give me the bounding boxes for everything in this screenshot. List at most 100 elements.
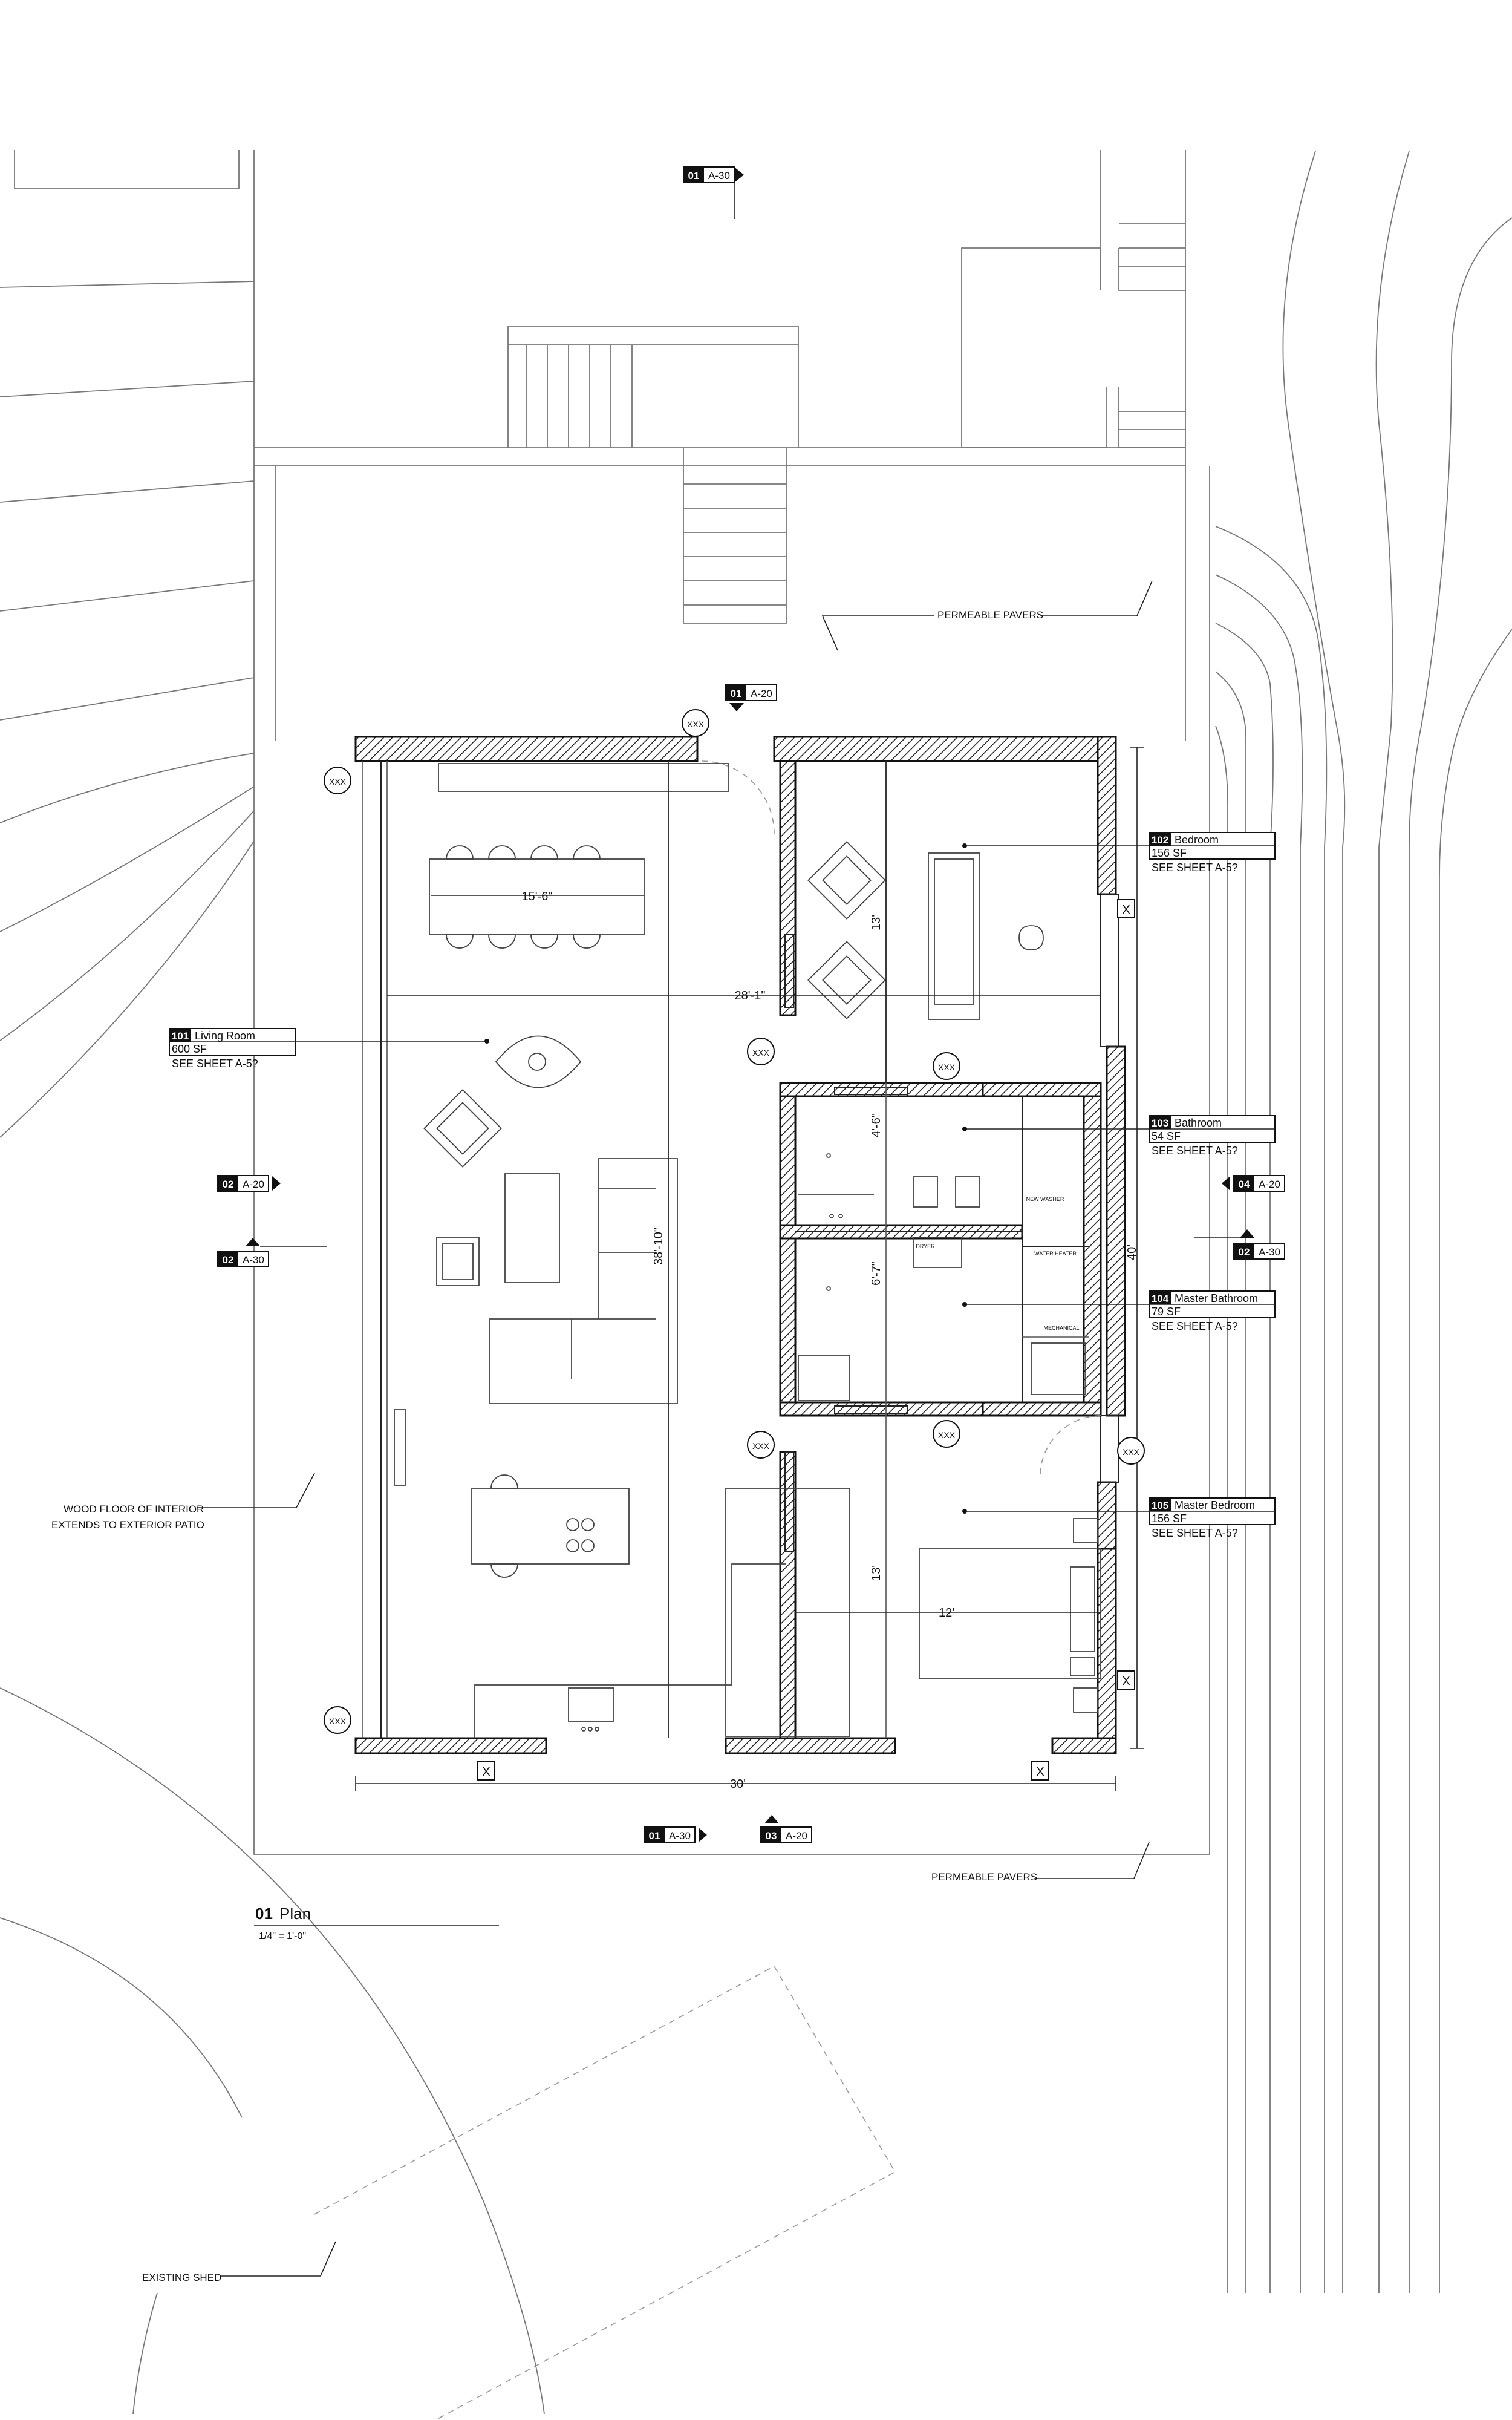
svg-text:A-20: A-20 [243,1179,264,1190]
door-tag: XXX [1117,1437,1145,1465]
section-marker: 04 A-20 [1222,1175,1285,1192]
svg-text:Master Bathroom: Master Bathroom [1175,1292,1258,1304]
svg-text:A-30: A-30 [243,1254,264,1266]
svg-text:SEE SHEET A-5?: SEE SHEET A-5? [1152,1145,1238,1157]
svg-text:XXX: XXX [752,1048,770,1058]
dim-living-width: 28'-1" [735,989,766,1002]
svg-text:XXX: XXX [687,719,705,729]
svg-text:SEE SHEET A-5?: SEE SHEET A-5? [1152,862,1238,874]
svg-text:600 SF: 600 SF [172,1043,207,1055]
door-tag: XXX [747,1431,775,1459]
drawing-scale: 1/4" = 1'-0" [259,1931,306,1941]
svg-text:A-30: A-30 [669,1830,691,1842]
svg-text:A-20: A-20 [786,1830,807,1842]
drawing-number: 01 [255,1905,273,1923]
equipment-labels: NEW WASHER DRYER WATER HEATER MECHANICAL [916,1196,1079,1331]
svg-text:102: 102 [1152,834,1168,846]
section-marker: 02 A-20 [217,1175,281,1192]
svg-text:156 SF: 156 SF [1152,1512,1187,1525]
svg-text:XXX: XXX [329,777,347,786]
label-washer: NEW WASHER [1026,1196,1064,1202]
svg-text:79 SF: 79 SF [1152,1306,1181,1318]
room-tag-104: 104 Master Bathroom 79 SF SEE SHEET A-5? [962,1290,1276,1332]
svg-text:02: 02 [223,1179,234,1190]
svg-text:SEE SHEET A-5?: SEE SHEET A-5? [172,1058,258,1070]
svg-text:Bedroom: Bedroom [1175,834,1219,846]
dimension-lines: 15'-6" 28'-1" 38'-10" 13' 4'-6" 6'-7" 13… [355,747,1144,1791]
svg-text:02: 02 [1239,1246,1250,1258]
door-tag: XXX [933,1052,960,1080]
svg-text:XXX: XXX [329,1716,347,1726]
window-tag: X [1117,1670,1135,1690]
dim-master-bath-depth: 6'-7" [870,1261,883,1286]
room-tag-102: 102 Bedroom 156 SF SEE SHEET A-5? [962,832,1276,874]
svg-text:SEE SHEET A-5?: SEE SHEET A-5? [1152,1320,1238,1332]
site-context [0,150,1512,2420]
furniture [394,763,1101,1738]
svg-text:02: 02 [223,1254,234,1266]
svg-text:A-20: A-20 [751,688,772,699]
svg-text:XXX: XXX [1123,1447,1140,1457]
section-marker: 02 A-30 [1194,1229,1285,1260]
dim-overall-depth: 40' [1126,1244,1139,1260]
door-tag: XXX [682,709,709,737]
svg-text:X: X [482,1765,490,1779]
window-tag: X [1117,899,1135,918]
svg-text:01: 01 [731,688,742,699]
door-tag: XXX [324,1706,351,1734]
callout-wood-floor-2: EXTENDS TO EXTERIOR PATIO [51,1519,204,1531]
label-water-heater: WATER HEATER [1034,1251,1077,1257]
callout-existing-shed: EXISTING SHED [142,2272,221,2283]
svg-text:Living Room: Living Room [195,1030,255,1042]
window-tags: X X X X [477,899,1135,1781]
callout-pavers-bottom: PERMEABLE PAVERS [931,1871,1037,1883]
door-tags: XXX XXX XXX XXX XXX XXX XXX XXX [324,709,1145,1734]
dim-bath-depth: 4'-6" [870,1113,883,1137]
room-tag-105: 105 Master Bedroom 156 SF SEE SHEET A-5? [962,1497,1276,1539]
svg-text:101: 101 [172,1030,189,1042]
door-tag: XXX [747,1038,775,1065]
section-marker: 01 A-20 [725,684,777,711]
section-marker: 02 A-30 [217,1238,327,1267]
dim-dining: 15'-6" [522,890,553,903]
dim-living-depth: 38'-10" [652,1228,665,1265]
callouts: PERMEABLE PAVERS PERMEABLE PAVERS WOOD F… [51,580,1153,2283]
svg-text:54 SF: 54 SF [1152,1130,1181,1142]
section-marker: 01 A-30 [683,166,744,219]
dim-master-bed-width: 12' [939,1606,954,1620]
label-mechanical: MECHANICAL [1043,1325,1079,1331]
svg-text:XXX: XXX [752,1441,770,1451]
room-tag-103: 103 Bathroom 54 SF SEE SHEET A-5? [962,1115,1276,1157]
svg-text:Bathroom: Bathroom [1175,1117,1222,1129]
svg-text:156 SF: 156 SF [1152,847,1187,859]
drawing-title-text: Plan [279,1905,311,1923]
svg-text:Master Bedroom: Master Bedroom [1175,1499,1255,1511]
svg-text:03: 03 [766,1830,777,1842]
callout-wood-floor-1: WOOD FLOOR OF INTERIOR [64,1503,204,1515]
house-shell [354,736,1126,1754]
dim-bedroom-depth: 13' [870,915,883,930]
drawing-title: 01 Plan 1/4" = 1'-0" [254,1905,499,1941]
svg-text:X: X [1122,1675,1130,1688]
callout-pavers-top: PERMEABLE PAVERS [937,609,1043,621]
svg-text:105: 105 [1152,1500,1168,1511]
svg-text:103: 103 [1152,1117,1168,1129]
dim-master-bed-depth: 13' [870,1565,883,1581]
room-tag-101: 101 Living Room 600 SF SEE SHEET A-5? [169,1028,489,1070]
svg-text:SEE SHEET A-5?: SEE SHEET A-5? [1152,1527,1238,1539]
svg-text:XXX: XXX [938,1062,956,1072]
svg-text:104: 104 [1152,1293,1169,1304]
section-marker: 03 A-20 [760,1815,812,1843]
svg-text:01: 01 [649,1830,660,1842]
window-tag: X [477,1761,495,1781]
svg-text:A-30: A-30 [1259,1246,1280,1258]
door-tag: XXX [933,1420,960,1448]
window-tag: X [1031,1761,1049,1781]
svg-text:X: X [1122,903,1130,917]
svg-text:01: 01 [688,170,700,182]
door-tag: XXX [324,767,351,794]
svg-text:X: X [1036,1765,1044,1779]
svg-text:A-20: A-20 [1259,1179,1280,1190]
svg-text:XXX: XXX [938,1430,956,1440]
